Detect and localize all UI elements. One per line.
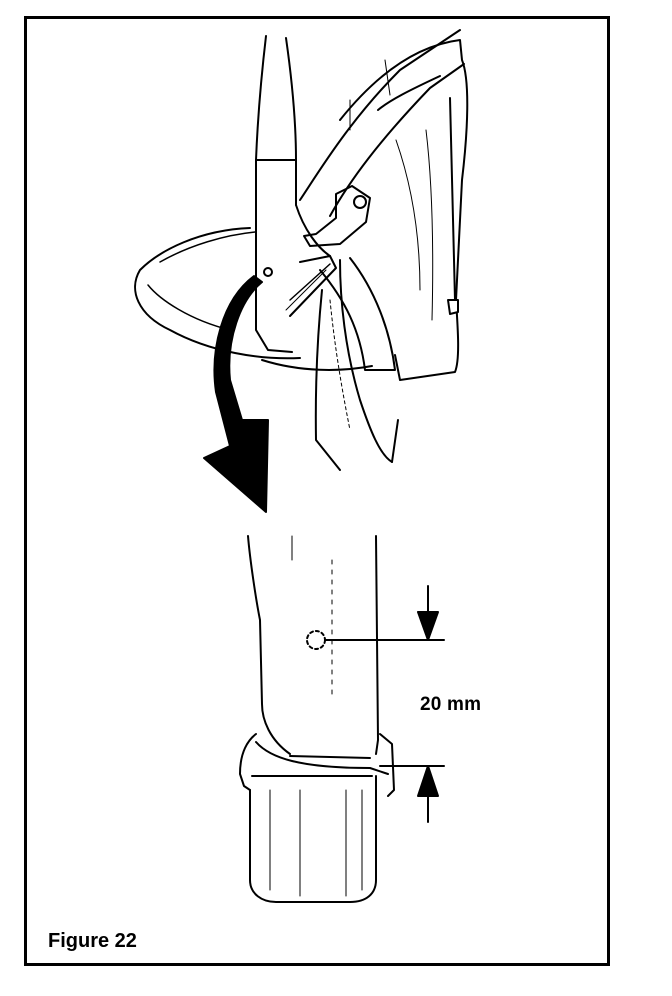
dimension-label: 20 mm (420, 694, 482, 715)
dashed-circle-icon (306, 630, 326, 650)
lower-tube-assembly (239, 535, 445, 903)
arrow-down-icon (417, 585, 439, 641)
arrow-up-icon (417, 765, 439, 823)
upper-handle-assembly (134, 29, 469, 471)
figure-caption: Figure 22 (48, 930, 137, 952)
curved-arrow-down-icon (203, 275, 269, 513)
